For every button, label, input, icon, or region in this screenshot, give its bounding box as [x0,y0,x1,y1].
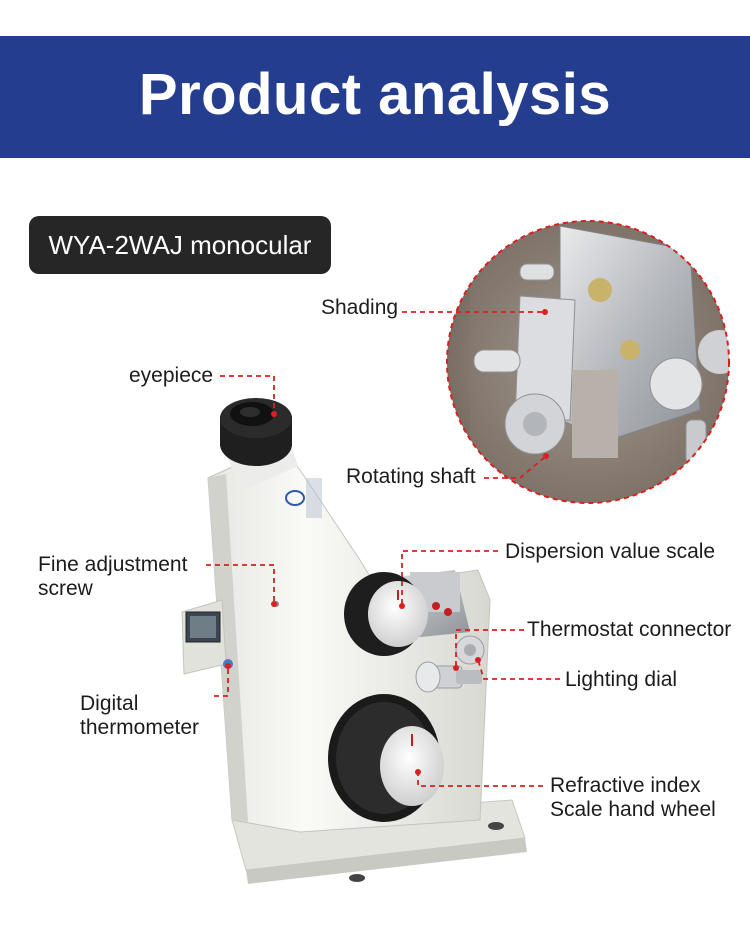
label-rotating-shaft: Rotating shaft [346,465,476,488]
label-fine-adjustment-line1: Fine adjustment [38,553,188,576]
label-eyepiece: eyepiece [129,364,214,387]
leader-dispersion [401,550,498,606]
label-fine-adjustment-line2: screw [38,577,93,600]
label-fine-adjustment: Fine adjustment screw [38,553,187,601]
refractive-index-handwheel [328,694,444,822]
label-thermostat-connector: Thermostat connector [527,618,732,641]
model-badge: WYA-2WAJ monocular [29,216,331,274]
label-lighting-dial: Lighting dial [565,668,678,691]
label-dispersion-scale: Dispersion value scale [505,540,716,563]
leader-digital-thermometer [214,666,229,697]
leader-eyepiece [220,375,275,414]
label-refractive-index-line2: Scale hand wheel [550,798,716,821]
lighting-dial [455,635,485,665]
label-digital-thermometer-line1: Digital [80,692,139,715]
label-refractive-index-line1: Refractive index [550,774,701,797]
leader-rotating-shaft [484,455,547,479]
label-shading: Shading [321,296,399,319]
dispersion-value-knob [344,572,428,656]
leader-lines [206,311,560,787]
brand-logo [285,490,305,506]
label-digital-thermometer-line2: thermometer [80,716,200,739]
zoom-detail [446,220,730,504]
leader-lighting [477,659,560,680]
leader-fine-adjustment [206,564,275,604]
thermostat-connector [415,661,482,693]
title-banner: Product analysis [0,36,750,158]
leader-thermostat [455,629,524,668]
page-title: Product analysis [138,61,612,127]
eyepiece [220,398,298,492]
leader-dots [225,309,549,775]
label-digital-thermometer: Digital thermometer [80,692,199,740]
label-refractive-index: Refractive index Scale hand wheel [550,774,716,822]
